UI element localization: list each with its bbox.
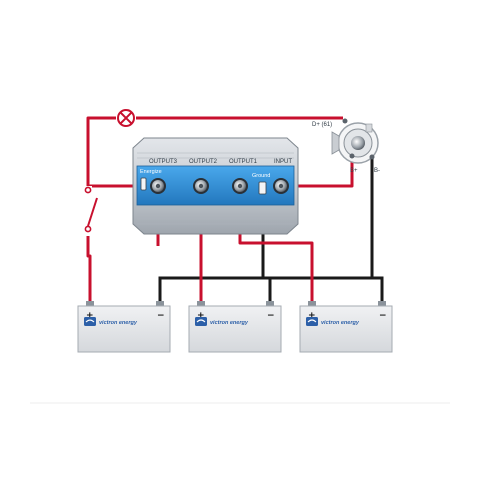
indicator-loop-wire	[86, 116, 343, 192]
battery1-brand: victron energy	[99, 320, 138, 326]
ground-label: Ground	[252, 173, 270, 179]
output1-label: OUTPUT1	[229, 159, 258, 165]
battery3-brand: victron energy	[321, 320, 360, 326]
alternator-b-minus-label: B-	[374, 168, 380, 174]
battery-2: + − victron energy	[188, 301, 282, 353]
output2-terminal	[193, 178, 209, 194]
input-label: INPUT	[274, 159, 292, 165]
input-to-alternator-wire	[281, 160, 354, 188]
battery3-positive-sign: +	[308, 311, 316, 321]
victron-logo-icon	[84, 317, 96, 326]
battery-3: + − victron energy	[299, 301, 393, 353]
battery-1: + − victron energy	[77, 301, 171, 353]
output2-label: OUTPUT2	[189, 159, 218, 165]
victron-logo-icon	[306, 317, 318, 326]
output1-terminal	[232, 178, 248, 194]
output3-terminal	[150, 178, 166, 194]
battery-isolator: OUTPUT3 OUTPUT2 OUTPUT1 INPUT Energize G…	[132, 137, 299, 235]
victron-logo-icon	[195, 317, 207, 326]
switch-to-battery1-wire	[86, 230, 92, 303]
switch-icon	[84, 186, 98, 236]
battery1-negative-sign: −	[157, 311, 165, 321]
alternator-icon	[331, 118, 379, 164]
lamp-x-icon	[117, 109, 135, 127]
battery1-positive-sign: +	[86, 311, 94, 321]
battery2-negative-sign: −	[267, 311, 275, 321]
input-terminal	[273, 178, 289, 194]
energize-label: Energize	[140, 169, 162, 175]
ground-terminal	[258, 181, 267, 195]
battery3-negative-sign: −	[379, 311, 387, 321]
alternator-b-plus-label: B+	[350, 168, 358, 174]
battery2-brand: victron energy	[210, 320, 249, 326]
energize-terminal	[140, 177, 147, 191]
output3-label: OUTPUT3	[149, 159, 178, 165]
battery2-positive-sign: +	[197, 311, 205, 321]
alternator-b-minus-wire	[370, 158, 384, 280]
alternator-d-plus-label: D+ (61)	[312, 122, 332, 128]
